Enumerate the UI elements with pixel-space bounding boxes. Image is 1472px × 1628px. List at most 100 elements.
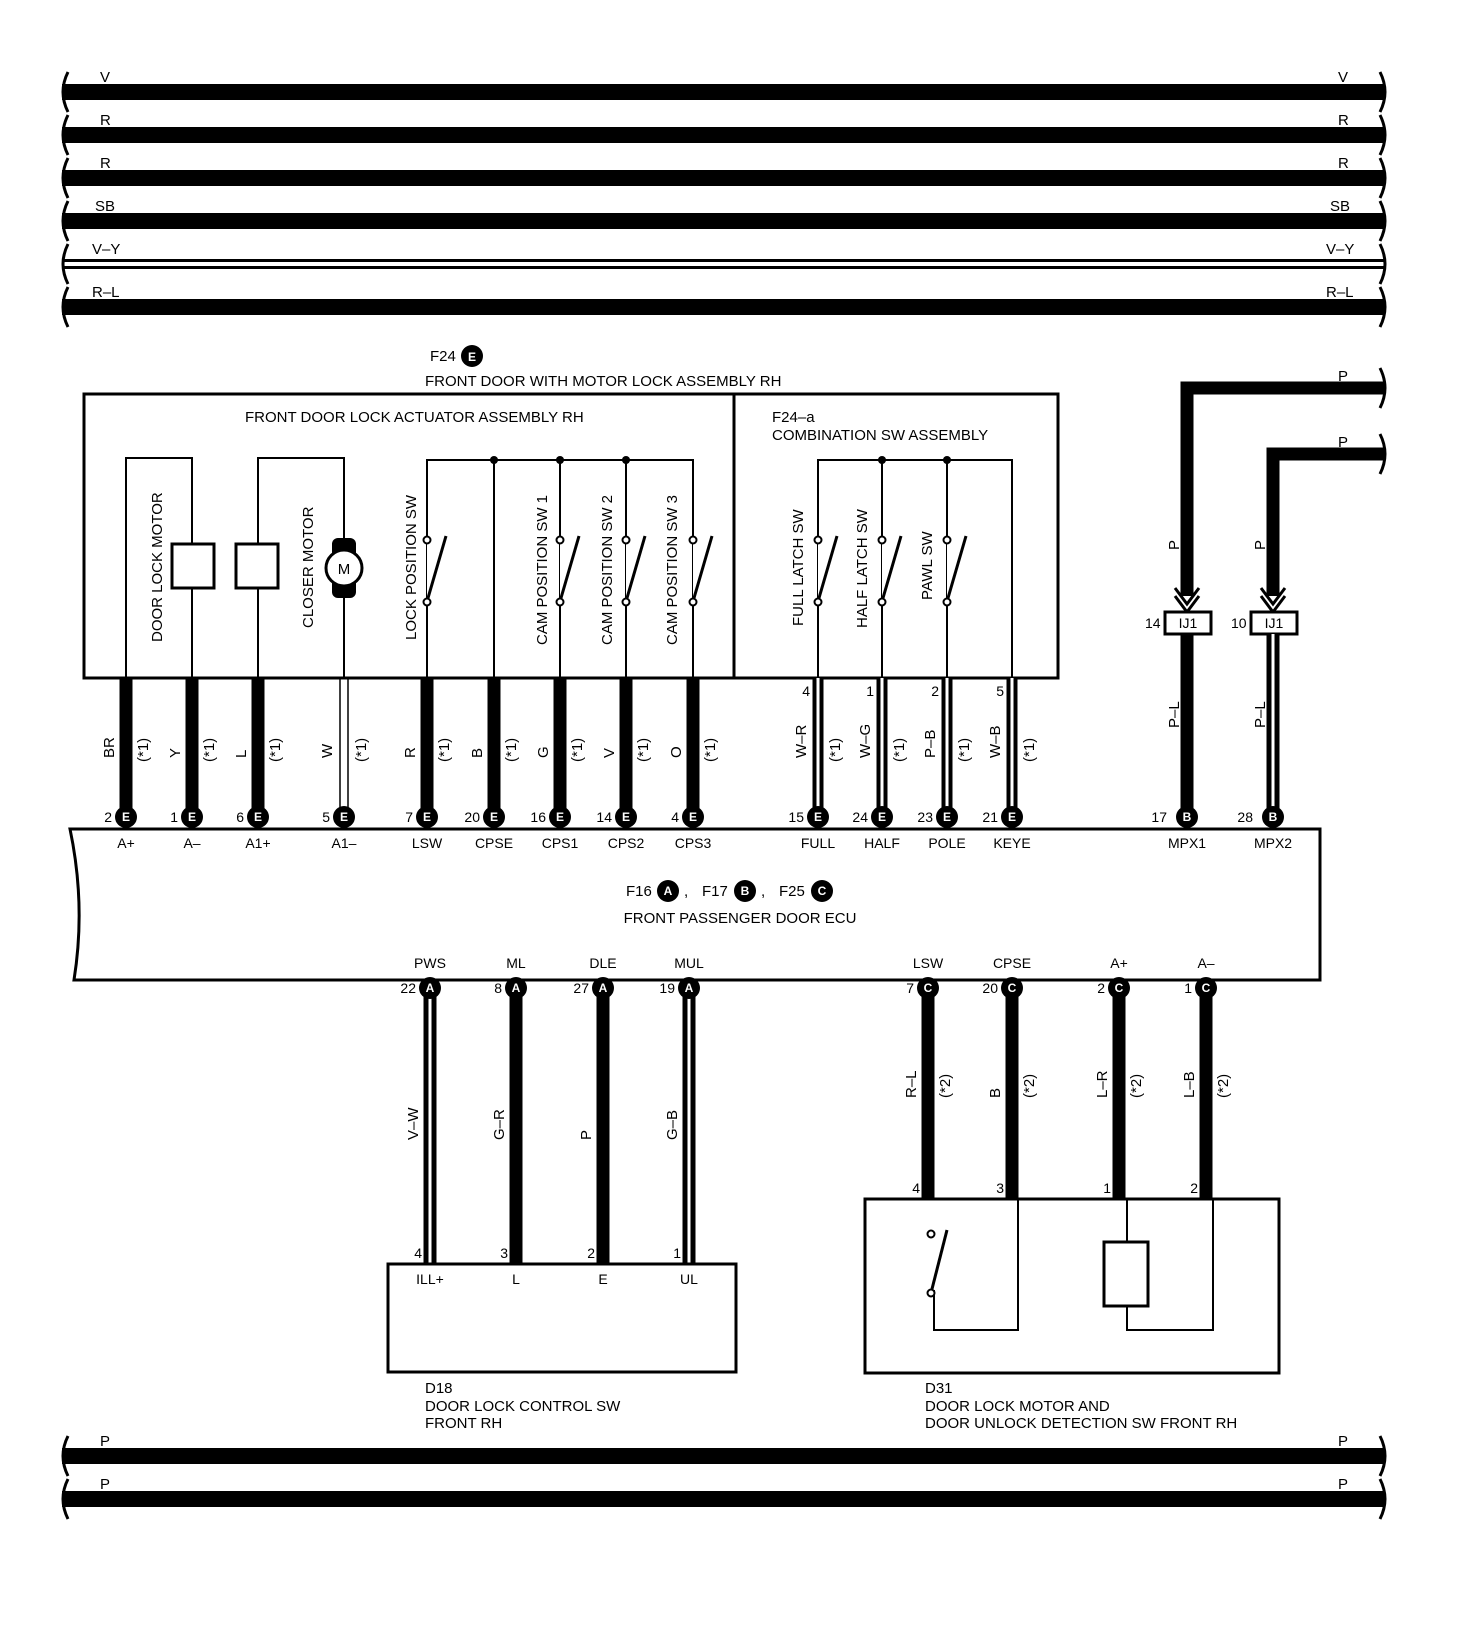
pin-number: 6	[236, 809, 244, 825]
connector-letter: A	[599, 981, 608, 995]
switch-icon	[877, 535, 903, 607]
mpx-wire: P P IJ1 10 P–L	[1231, 433, 1387, 808]
connector-badge	[1262, 806, 1284, 828]
component-label: DOOR LOCK MOTOR	[149, 492, 166, 642]
connector-letter: E	[340, 810, 348, 824]
component-title: FRONT RH	[425, 1415, 502, 1432]
wire-color: P–L	[1252, 701, 1269, 728]
wire-color: G	[535, 746, 552, 758]
pin-number: 20	[464, 809, 480, 825]
ecu-ref: F16	[626, 883, 652, 900]
pin-number: 21	[982, 809, 998, 825]
wire-color: B	[987, 1088, 1004, 1098]
pin-number: 27	[573, 980, 589, 996]
wire-note: (*1)	[353, 738, 370, 762]
door-lock-motor: DOOR LOCK MOTOR	[125, 457, 216, 678]
combo-ref: F24–a	[772, 409, 815, 426]
pin-number: 14	[596, 809, 612, 825]
bus-line: P P	[61, 1433, 1387, 1477]
component-title: DOOR LOCK CONTROL SW	[425, 1398, 621, 1415]
mpx-wires: P P IJ1 14 P–L P P IJ1 10 P–L 17 B MPX	[1145, 367, 1387, 851]
wire-color: G–B	[664, 1110, 681, 1140]
connector-letter: C	[1115, 981, 1124, 995]
junction-pin: 14	[1145, 615, 1161, 631]
connector-letter: A	[685, 981, 694, 995]
wire-color: P	[1166, 540, 1183, 550]
connector-badge	[811, 880, 833, 902]
end-pin-number: 4	[414, 1245, 422, 1261]
wire-color: L	[233, 750, 250, 758]
connector-badge	[615, 806, 637, 828]
pin-number: 4	[671, 809, 679, 825]
mpx-connector: 28 B MPX2	[1237, 806, 1292, 851]
connector-badge	[592, 977, 614, 999]
wire-color: P–L	[1166, 701, 1183, 728]
junction-label: IJ1	[1179, 615, 1198, 631]
wire-note: (*2)	[937, 1074, 954, 1098]
position-switches: LOCK POSITION SW CAM POSITION SW 1 CAM P…	[403, 456, 714, 678]
connector-letter: B	[741, 884, 750, 898]
bus-label: R	[100, 112, 111, 129]
wire-note: (*1)	[569, 738, 586, 762]
connector-badge	[1176, 806, 1198, 828]
terminal-label: MUL	[674, 955, 704, 971]
bus-line: V–Y V–Y	[61, 241, 1387, 285]
connector-letter: E	[556, 810, 564, 824]
connector-badge	[181, 806, 203, 828]
end-terminal-label: UL	[680, 1271, 698, 1287]
bus-line: V V	[61, 69, 1387, 113]
wire-color: R–L	[903, 1070, 920, 1098]
ecu-ref: F17	[702, 883, 728, 900]
connector-letter: C	[924, 981, 933, 995]
pin-number: 5	[322, 809, 330, 825]
terminal-label: MPX1	[1168, 835, 1206, 851]
bus-label: P	[100, 1476, 110, 1493]
component-title: DOOR UNLOCK DETECTION SW FRONT RH	[925, 1415, 1237, 1432]
wire-color: G–R	[491, 1109, 508, 1140]
wire-color: W–R	[793, 725, 810, 759]
connector-letter: C	[1008, 981, 1017, 995]
connector-letter: C	[1202, 981, 1211, 995]
connector-badge	[657, 880, 679, 902]
bottom-buses: P P P P	[61, 1433, 1387, 1520]
terminal-label: A+	[1110, 955, 1128, 971]
connector-letter: A	[664, 884, 673, 898]
bus-label: V–Y	[92, 241, 120, 258]
connector-badge	[682, 806, 704, 828]
component-label: FULL LATCH SW	[790, 508, 807, 626]
wire-note: (*2)	[1215, 1074, 1232, 1098]
wire-note: (*2)	[1021, 1074, 1038, 1098]
motor-icon	[324, 548, 364, 588]
terminal-label: CPS2	[608, 835, 645, 851]
component-title: DOOR LOCK MOTOR AND	[925, 1398, 1110, 1415]
bus-label: P	[1338, 368, 1348, 385]
connector-letter: A	[426, 981, 435, 995]
terminal-label: DLE	[589, 955, 616, 971]
end-terminal-label: ILL+	[416, 1271, 444, 1287]
connector-badge	[505, 977, 527, 999]
connector-badge	[1001, 806, 1023, 828]
end-pin-number: 2	[1190, 1180, 1198, 1196]
bus-line: R–L R–L	[61, 284, 1387, 328]
connector-badge	[917, 977, 939, 999]
connector-letter: E	[1008, 810, 1016, 824]
switch-icon	[813, 535, 839, 607]
pin-number: 20	[982, 980, 998, 996]
terminal-label: HALF	[864, 835, 900, 851]
wire-note: (*1)	[635, 738, 652, 762]
connector-badge	[115, 806, 137, 828]
connector-letter: E	[122, 810, 130, 824]
